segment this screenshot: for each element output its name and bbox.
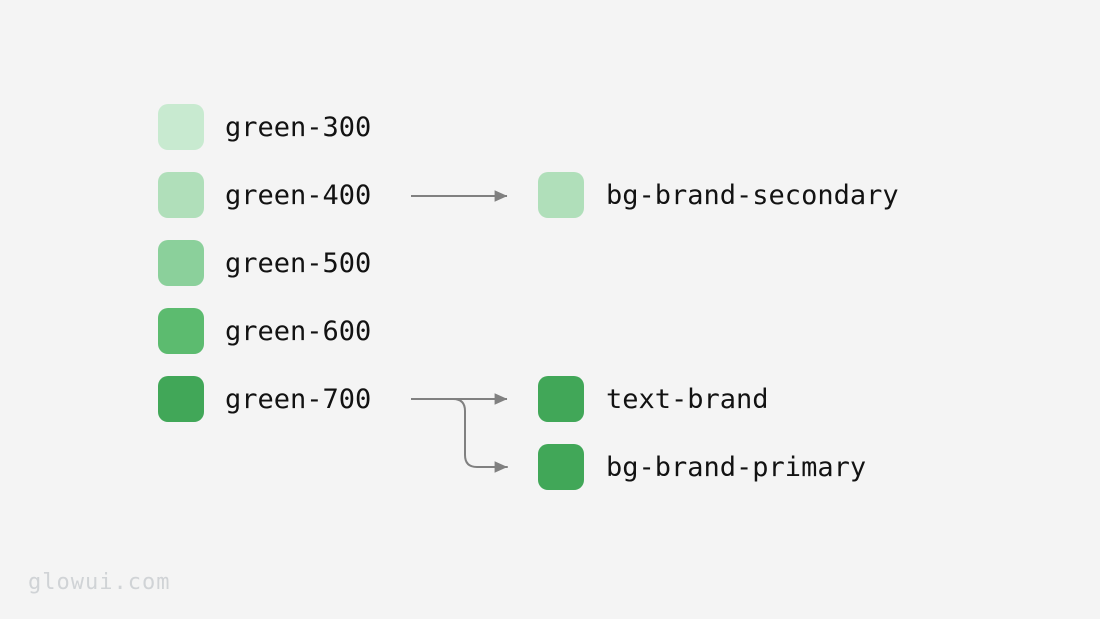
swatch-bg-brand-secondary — [538, 172, 584, 218]
token-row-text-brand: text-brand — [538, 376, 769, 422]
scale-row-green-600: green-600 — [158, 308, 371, 354]
swatch-green-300 — [158, 104, 204, 150]
scale-row-green-700: green-700 — [158, 376, 371, 422]
connector-green-700-to-bg-brand-primary — [452, 398, 508, 473]
scale-label-green-300: green-300 — [225, 111, 372, 143]
scale-label-green-600: green-600 — [225, 315, 372, 347]
swatch-green-400 — [158, 172, 204, 218]
scale-row-green-300: green-300 — [158, 104, 371, 150]
watermark: glowui.com — [28, 570, 171, 595]
token-row-bg-brand-primary: bg-brand-primary — [538, 444, 866, 490]
scale-label-green-400: green-400 — [225, 179, 372, 211]
scale-row-green-400: green-400 — [158, 172, 371, 218]
token-label-bg-brand-primary: bg-brand-primary — [606, 451, 867, 483]
swatch-bg-brand-primary — [538, 444, 584, 490]
scale-row-green-500: green-500 — [158, 240, 371, 286]
token-row-bg-brand-secondary: bg-brand-secondary — [538, 172, 899, 218]
swatch-green-600 — [158, 308, 204, 354]
swatch-green-700 — [158, 376, 204, 422]
swatch-text-brand — [538, 376, 584, 422]
token-label-text-brand: text-brand — [606, 383, 769, 415]
token-label-bg-brand-secondary: bg-brand-secondary — [606, 179, 899, 211]
swatch-green-500 — [158, 240, 204, 286]
scale-label-green-500: green-500 — [225, 247, 372, 279]
scale-label-green-700: green-700 — [225, 383, 372, 415]
